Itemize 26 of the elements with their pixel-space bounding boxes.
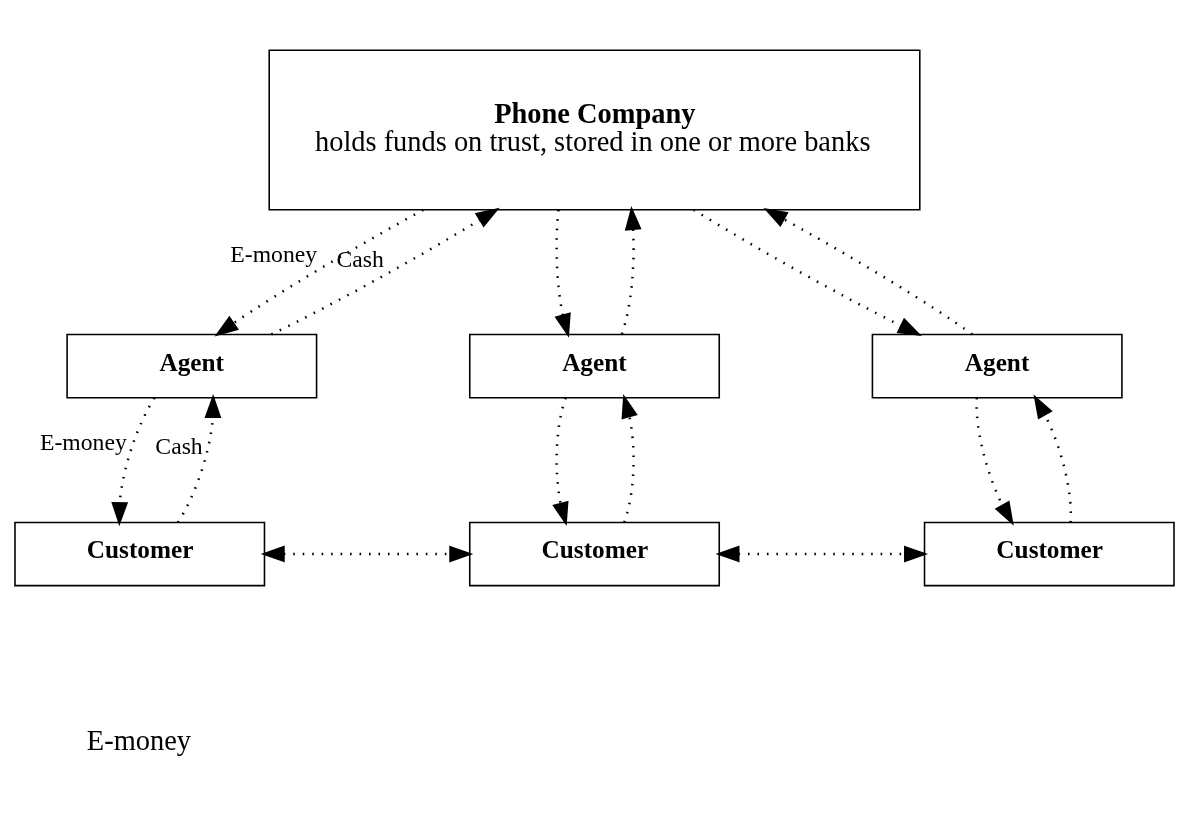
arrow [260, 545, 474, 562]
arrow [111, 396, 156, 526]
edge-label: Cash [336, 245, 384, 272]
arrow [763, 207, 973, 335]
arrow [975, 397, 1014, 526]
node-box: Agent [871, 333, 1123, 398]
arrow [552, 396, 569, 526]
arrow [1033, 393, 1073, 522]
node-box: Agent [66, 333, 318, 398]
node-box: Customer [14, 521, 266, 586]
arrow [554, 209, 571, 338]
arrow [715, 545, 929, 562]
edge-label: E-money [230, 240, 318, 267]
arrow [693, 208, 922, 336]
node-box: Customer [468, 521, 721, 586]
node-box: Customer [923, 521, 1175, 586]
label: E-money [86, 724, 191, 756]
arrow [214, 208, 424, 337]
edge-label: Cash [155, 432, 203, 459]
arrow [270, 207, 500, 335]
arrow [620, 205, 642, 334]
arrow [621, 393, 638, 523]
node-box: Agent [468, 333, 721, 398]
edge-label: E-money [40, 428, 127, 455]
arrow [176, 393, 222, 523]
node-box: Phone Company holds funds on trust, stored in one or more banks [268, 49, 921, 211]
